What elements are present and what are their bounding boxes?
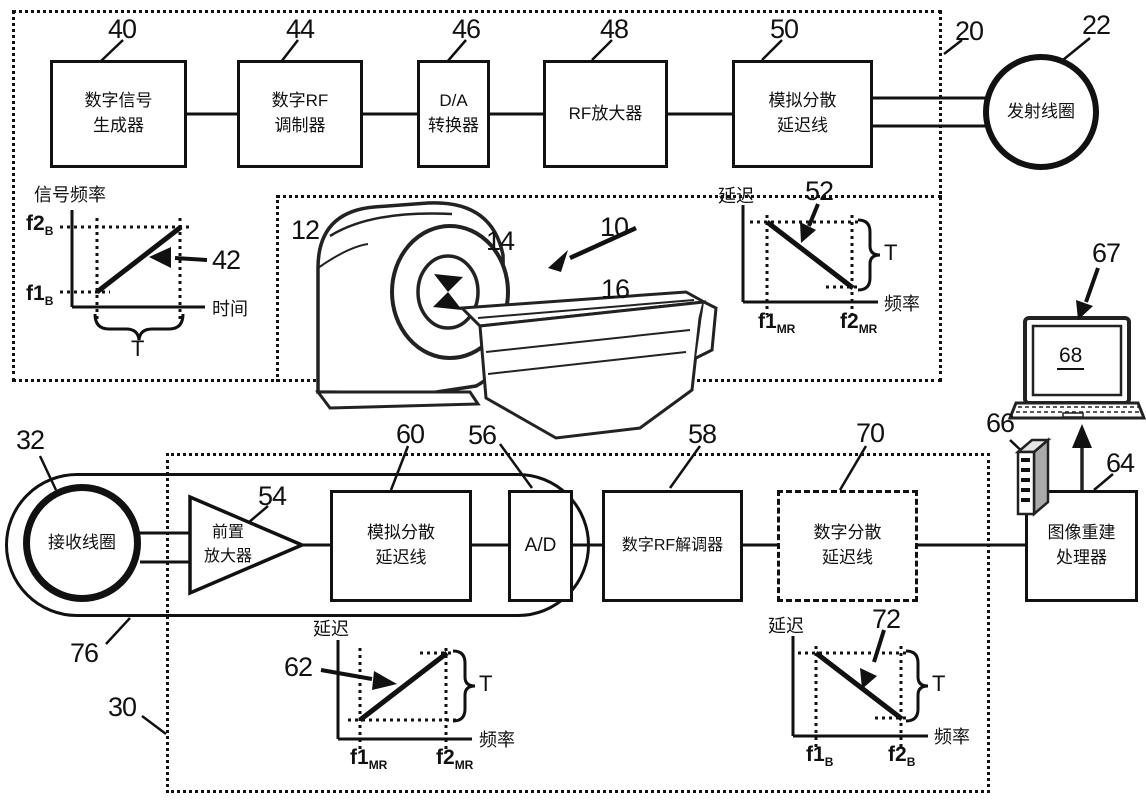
ref-56: 56 [468,420,497,450]
g52-tick-f1MR: f1MR [758,310,796,337]
g42-xlabel: 时间 [212,299,248,319]
receive-coil: 接收线圈 [23,484,141,602]
g42-tick-f1B: f1B [26,282,54,309]
ref-22: 22 [1082,10,1111,40]
ref-44: 44 [286,14,315,44]
box-label: 图像重建 处理器 [1047,523,1116,567]
g62-tick-f2MR: f2MR [436,746,474,773]
g72-interval: T [932,671,946,696]
ref-20: 20 [955,16,984,46]
ref-48: 48 [600,14,629,44]
laptop-touchpad [1062,412,1084,418]
ref-62: 62 [284,652,313,682]
receive-group-box [166,453,990,793]
pointer-arrow-shaft [1084,267,1100,303]
ref-32: 32 [16,425,45,455]
g72-ylabel: 延迟 [768,616,804,636]
box-label: 数字RF解调器 [621,537,724,555]
ref-66: 66 [986,408,1015,438]
pointer-arrowhead [1076,300,1093,320]
up-arrowhead [1072,424,1092,448]
ref-76: 76 [70,638,99,668]
box-digital-dispersive-delay-line: 数字分散 延迟线 [777,490,918,602]
g72-tick-f2B: f2B [888,743,916,770]
box-label: 数字分散 延迟线 [813,523,882,567]
box-label: D/A 转换器 [428,91,479,135]
ref-10: 10 [600,212,629,242]
ref-40: 40 [108,14,137,44]
g52-ylabel: 延迟 [718,186,754,206]
g52-tick-f2MR: f2MR [840,310,878,337]
scanner-subgroup-box [276,195,942,382]
ref-60: 60 [396,419,425,449]
ref-70: 70 [856,418,885,448]
box-label: 模拟分散 延迟线 [768,91,837,135]
g52-interval: T [884,240,898,265]
coil-label: 发射线圈 [1007,101,1075,121]
box-rf-amplifier: RF放大器 [543,60,668,168]
box-label: 数字信号 生成器 [84,91,153,135]
g62-interval: T [479,671,493,696]
ref-46: 46 [452,14,481,44]
coil-label: 接收线圈 [48,532,116,552]
g72-tick-f1B: f1B [806,743,834,770]
ref-50: 50 [770,14,799,44]
box-label: 模拟分散 延迟线 [367,523,435,567]
ref-14: 14 [486,226,515,256]
box-analog-dispersive-delay-line-tx: 模拟分散 延迟线 [732,60,873,168]
box-analog-dispersive-delay-line-rx: 模拟分散 延迟线 [330,490,472,602]
gantry-base [315,390,481,410]
box-label: 数字RF 调制器 [271,91,329,135]
box-label: RF放大器 [568,103,643,123]
box-label: A/D [524,535,557,557]
box-ad-converter: A/D [508,490,573,602]
g42-ylabel: 信号频率 [34,185,106,205]
box-digital-rf-demodulator: 数字RF解调器 [602,490,743,602]
ref-67: 67 [1092,238,1121,268]
ref-58: 58 [688,419,717,449]
ref-72: 72 [872,604,901,634]
g42-interval: T [131,336,145,361]
preamp-label: 前置 放大器 [203,524,252,565]
ref-42: 42 [212,245,241,275]
box-digital-signal-generator: 数字信号 生成器 [50,60,187,168]
g62-xlabel: 频率 [479,730,515,750]
ref-16: 16 [601,274,630,304]
box-digital-rf-modulator: 数字RF 调制器 [237,60,363,168]
ref-54: 54 [258,481,287,511]
transmit-coil: 发射线圈 [983,54,1099,170]
g62-ylabel: 延迟 [313,619,349,639]
ref-64: 64 [1106,448,1135,478]
ref-30: 30 [108,692,137,722]
g42-tick-f2B: f2B [26,212,54,239]
laptop-keyboard [1007,401,1146,420]
g72-xlabel: 频率 [934,727,970,747]
ref-52: 52 [805,176,834,206]
box-image-reconstruction-processor: 图像重建 处理器 [1025,490,1138,602]
laptop-screen-ref: 68 [1057,344,1085,370]
ref-12: 12 [291,215,320,245]
g62-tick-f1MR: f1MR [350,746,388,773]
box-da-converter: D/A 转换器 [417,60,490,168]
g52-xlabel: 频率 [884,294,920,314]
